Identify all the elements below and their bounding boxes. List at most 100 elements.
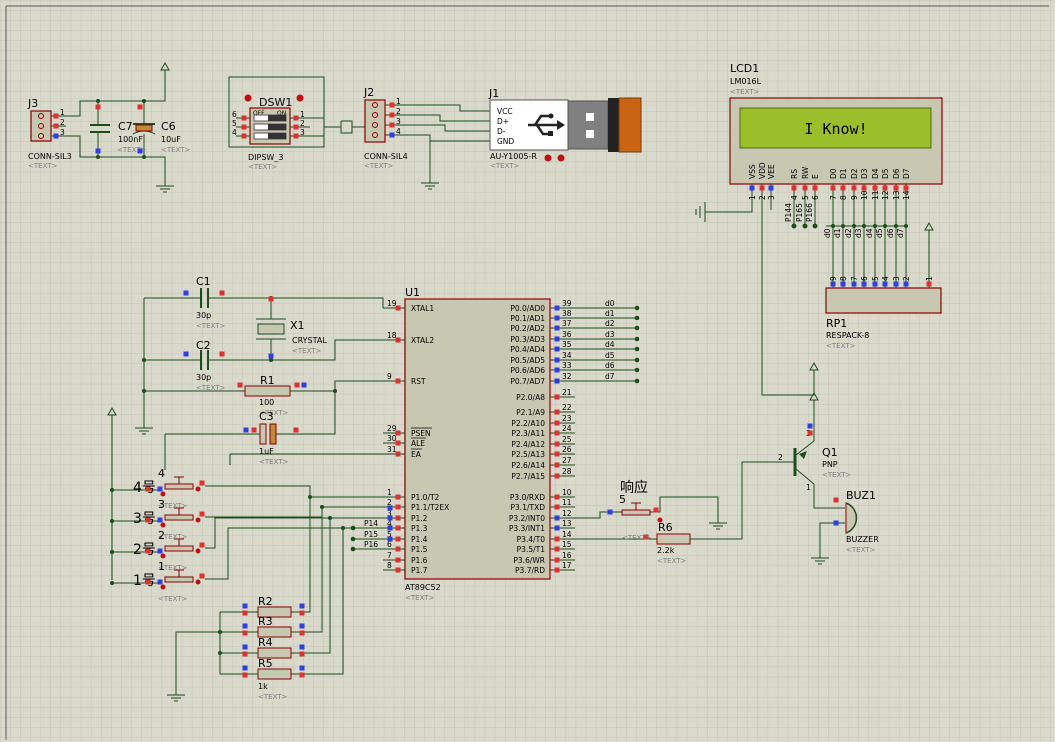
pin-marker [242, 644, 248, 650]
pin-marker [157, 517, 163, 523]
u1-pin-num: 33 [562, 361, 572, 370]
pin-marker [242, 665, 248, 671]
pin-marker [807, 430, 813, 436]
button-player-2[interactable]: 2号2<TEXT> [133, 529, 205, 572]
button-label: 2号 [133, 542, 156, 558]
u1-pin-name: P0.5/AD5 [510, 356, 545, 365]
rp1-pin-num: 8 [839, 276, 848, 281]
pin-marker [145, 517, 151, 523]
pin-marker [830, 185, 836, 191]
u1-pin-name: P0.3/AD3 [510, 335, 545, 344]
pin-marker [242, 603, 248, 609]
pin-marker [387, 525, 393, 531]
lcd-pin-num: 4 [790, 195, 799, 200]
u1-pin-num: 28 [562, 467, 572, 476]
pin-marker [219, 351, 225, 357]
u1-pin-num: 24 [562, 424, 572, 433]
u1-pin-name: XTAL2 [411, 336, 434, 345]
pin-marker [851, 185, 857, 191]
j3-pin-num: 2 [60, 118, 65, 127]
u1-pin-name: P3.0/RXD [510, 493, 545, 502]
u1-pin-num: 14 [562, 530, 572, 539]
j1-pin-label: D+ [497, 117, 509, 126]
lcd-pin-label: D4 [871, 168, 880, 179]
pin-marker [137, 104, 143, 110]
resistor-r5: R5 [242, 657, 305, 680]
u1-pin-name: PSEN [411, 429, 431, 438]
button-player-1[interactable]: 1号1<TEXT> [133, 560, 205, 603]
p0-net-label: d7 [605, 372, 615, 381]
pin-marker [387, 515, 393, 521]
pin-marker [554, 336, 560, 342]
lcd-pin-num: 1 [748, 195, 757, 200]
j2-pin-num: 2 [396, 107, 401, 116]
lcd-net-label: P165 [795, 203, 804, 222]
u1-pin-num: 32 [562, 372, 572, 381]
lcd-pin-num: 12 [881, 190, 890, 200]
u1-ref: U1 [405, 286, 420, 299]
pin-marker [554, 430, 560, 436]
pin-marker [395, 504, 401, 510]
rp1-pin-num: 9 [829, 276, 838, 281]
resistor-r2: R2 [242, 595, 305, 618]
p1-net-label: P16 [364, 540, 378, 549]
dsw-off-label: OFF [253, 110, 265, 117]
pin-marker [242, 651, 248, 657]
c1-value: 30p [196, 311, 211, 320]
lcd-pin-num: 13 [892, 190, 901, 200]
pin-marker [861, 185, 867, 191]
lcd-pin-num: 6 [811, 195, 820, 200]
lcd-pin-num: 5 [801, 195, 810, 200]
button-player-4[interactable]: 4号4<TEXT> [133, 467, 205, 510]
pin-marker [395, 546, 401, 552]
pin-marker [840, 281, 846, 287]
pin-marker [554, 494, 560, 500]
p0-net-label: d5 [605, 351, 615, 360]
text-placeholder: <TEXT> [196, 384, 226, 392]
button-player-3[interactable]: 3号3<TEXT> [133, 498, 205, 541]
pin-marker [299, 665, 305, 671]
u1-pin-name: P2.4/A12 [511, 440, 545, 449]
pin-marker [299, 672, 305, 678]
u1-pin-name: P1.3 [411, 524, 428, 533]
u1-pin-num: 13 [562, 519, 572, 528]
text-placeholder: <TEXT> [846, 546, 876, 554]
pin-marker [554, 367, 560, 373]
pin-marker [389, 112, 395, 118]
power-symbol [107, 406, 117, 425]
pin-marker [759, 185, 765, 191]
u1-pin-name: P2.3/A11 [511, 429, 545, 438]
text-placeholder: <TEXT> [248, 163, 278, 171]
u1-pin-name: P0.4/AD4 [510, 345, 545, 354]
u1-pin-num: 7 [387, 551, 392, 560]
c2-ref: C2 [196, 339, 211, 352]
c6-value: 10uF [161, 135, 181, 144]
u1-pin-num: 1 [387, 488, 392, 497]
u1-pin-name: P3.6/WR [513, 556, 545, 565]
lcd-pin-label: RW [801, 166, 810, 179]
pin-marker [554, 515, 560, 521]
lcd-pin-num: 9 [850, 195, 859, 200]
rp1-pin-num: 4 [881, 276, 890, 281]
pin-marker [387, 536, 393, 542]
dsw-right-pin: 3 [300, 128, 305, 137]
u1-pin-name: P1.1/T2EX [411, 503, 449, 512]
u1-pin-name: P2.1/A9 [516, 408, 545, 417]
pin-marker [387, 505, 393, 511]
pin-marker [554, 546, 560, 552]
lcd-data-net: d1 [833, 228, 842, 238]
pin-marker [395, 451, 401, 457]
button-response[interactable]: 响应5<TEXT> [607, 479, 663, 542]
pin-marker [242, 672, 248, 678]
pin-marker [293, 115, 299, 121]
pin-marker [395, 440, 401, 446]
pin-marker [833, 520, 839, 526]
u1-type: AT89C52 [405, 583, 441, 592]
